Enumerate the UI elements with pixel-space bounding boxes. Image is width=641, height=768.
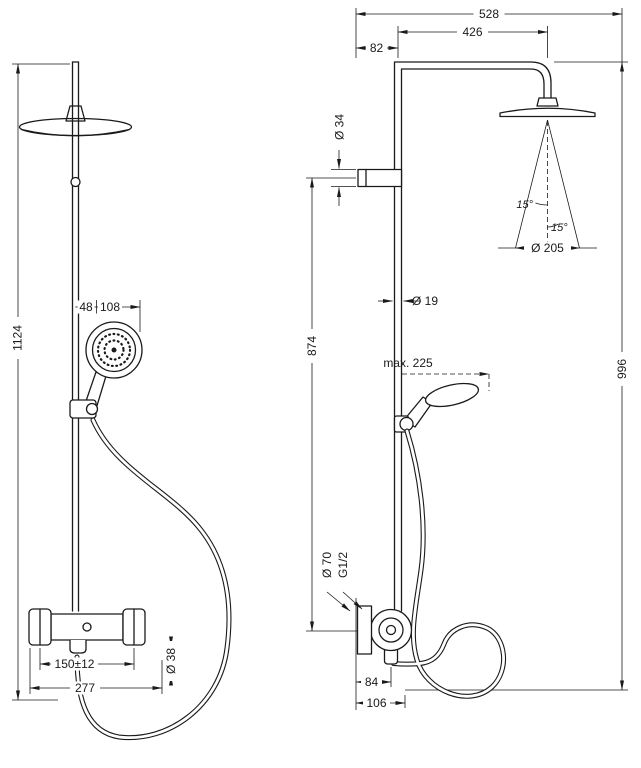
dim-82: 82	[355, 41, 399, 55]
pipe-joint-front	[70, 176, 81, 188]
spray-nozzles-inner	[103, 339, 125, 361]
wall-escutcheon-side	[356, 605, 373, 655]
dim-874: 874	[305, 177, 368, 632]
dim-label-34: Ø 34	[333, 114, 347, 140]
overhead-shower-side	[499, 97, 596, 118]
dim-label-1124: 1124	[11, 325, 25, 351]
dim-label-205: Ø 205	[531, 241, 564, 255]
dim-label-108: 108	[100, 300, 120, 314]
valve-body-front	[50, 613, 124, 641]
dim-106: 106	[355, 695, 406, 710]
dim-label-874: 874	[305, 336, 319, 356]
dim-150: 150±12	[39, 648, 135, 671]
riser-pipe-side	[393, 61, 552, 612]
dim-84: 84	[355, 667, 392, 689]
spray-cone: 15° 15°	[515, 119, 580, 256]
dim-label-106: 106	[366, 696, 386, 710]
front-view: 1124 48 108 150±12 277	[11, 61, 232, 741]
dim-label-g12: G1/2	[336, 552, 350, 578]
valve-knob-side	[369, 608, 413, 652]
dim-528: 528	[355, 7, 623, 62]
hose-outlet-front	[69, 639, 87, 654]
dim-label-38: Ø 38	[164, 648, 178, 674]
dim-label-996: 996	[615, 359, 629, 379]
thermostat-side	[355, 598, 413, 710]
shower-hose-front	[74, 417, 232, 741]
hand-shower-front	[69, 321, 143, 419]
dim-48-108: 48 108	[75, 300, 141, 332]
dim-label-82: 82	[370, 41, 384, 55]
dim-426: 426	[397, 25, 548, 58]
spray-nozzles-outer	[96, 332, 132, 368]
dim-label-70: Ø 70	[320, 552, 334, 578]
wall-bracket-side	[357, 168, 403, 188]
dim-label-angle-right: 15°	[551, 222, 568, 234]
riser-pipe-front	[70, 61, 81, 612]
dim-996: 996	[405, 61, 629, 691]
thermostat-front	[28, 608, 146, 654]
dim-label-angle-left: 15°	[516, 199, 533, 211]
dim-height-1124: 1124	[11, 63, 70, 701]
dim-bracket-34: Ø 34	[331, 106, 356, 206]
side-view: 15° 15° Ø 205 Ø 34	[305, 7, 629, 710]
dim-label-150: 150±12	[55, 657, 95, 671]
dim-pipe-19: Ø 19	[378, 294, 438, 308]
dim-spray-205: Ø 205	[498, 241, 597, 255]
shower-hose-side	[391, 428, 507, 699]
dim-277: 277	[29, 648, 163, 695]
hand-shower-side	[393, 382, 480, 433]
dim-label-19: Ø 19	[412, 294, 438, 308]
dim-label-max225: max. 225	[383, 356, 433, 370]
dim-label-84: 84	[365, 675, 379, 689]
dim-label-48: 48	[79, 300, 93, 314]
dim-label-426: 426	[462, 25, 482, 39]
dim-flange-70-g12: Ø 70 G1/2	[320, 544, 363, 612]
dim-label-528: 528	[479, 7, 499, 21]
overhead-shower-front	[18, 105, 133, 137]
dim-hose-38: Ø 38	[164, 636, 178, 686]
dim-max-225: max. 225	[383, 356, 490, 391]
dim-label-277: 277	[75, 681, 95, 695]
